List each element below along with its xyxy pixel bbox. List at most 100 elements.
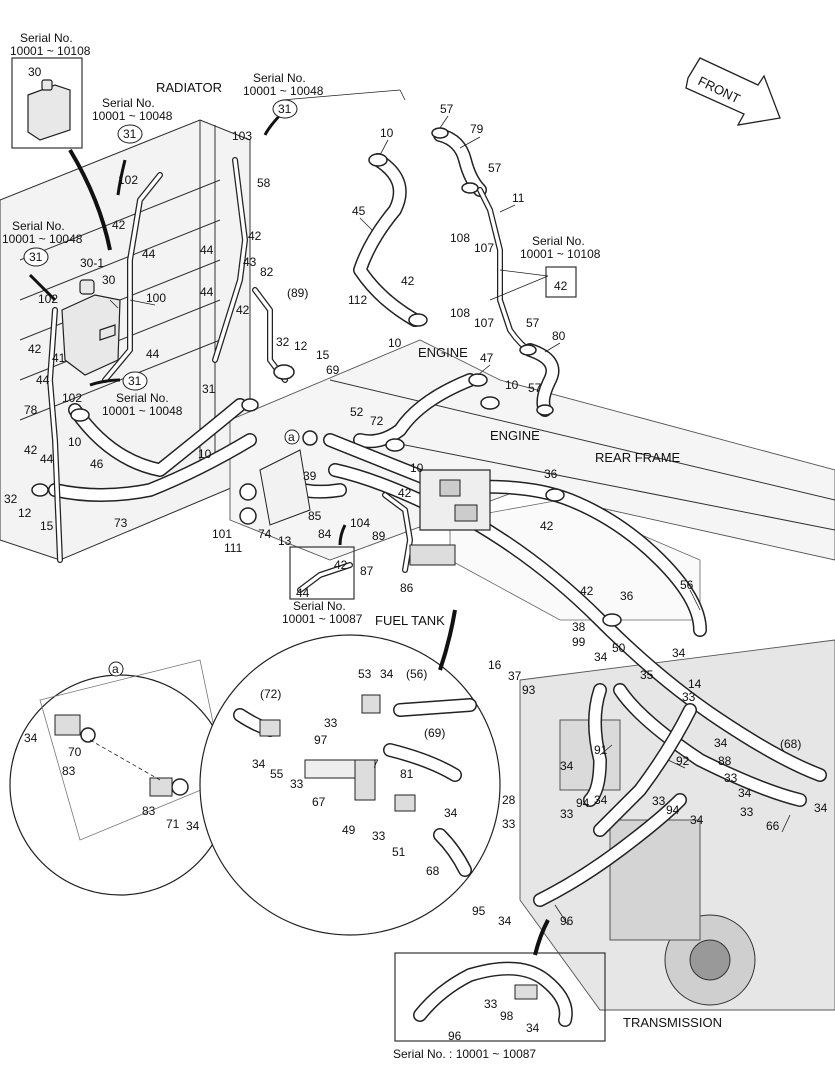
part-108-a: 108 (450, 231, 470, 245)
title-engine-upper: ENGINE (418, 345, 468, 360)
serial-radiator-a: Serial No. (253, 71, 306, 85)
part-12-a: 12 (18, 506, 32, 520)
part-42-i: 42 (334, 558, 348, 572)
part-55: 55 (270, 767, 284, 781)
part-34-f: 34 (690, 813, 704, 827)
part-33-d: 33 (560, 807, 574, 821)
part-81: 81 (400, 767, 414, 781)
part-30: 30 (102, 273, 116, 287)
part-44-g: 44 (296, 586, 310, 600)
part-46: 46 (90, 457, 104, 471)
part-69-ref: (69) (424, 726, 445, 740)
valve-block (409, 469, 491, 566)
part-34-d2: 34 (560, 759, 574, 773)
part-30-1: 30-1 (80, 256, 104, 270)
part-97: 97 (314, 733, 328, 747)
part-45: 45 (352, 204, 366, 218)
part-58: 58 (257, 176, 271, 190)
callout-bubbles (23, 99, 300, 677)
part-94-b: 94 (666, 803, 680, 817)
part-14: 14 (688, 677, 702, 691)
part-88: 88 (718, 754, 732, 768)
serial-engine-right-range: 10001 ~ 10108 (520, 247, 601, 261)
part-103: 103 (232, 129, 252, 143)
main-hoses (48, 128, 827, 907)
serial-tank-side: Serial No. (116, 391, 169, 405)
part-95: 95 (472, 904, 486, 918)
part-92: 92 (676, 754, 690, 768)
part-13: 13 (278, 534, 292, 548)
part-34-g: 34 (738, 786, 752, 800)
part-74: 74 (258, 527, 272, 541)
part-33-h: 33 (372, 829, 386, 843)
part-86: 86 (400, 581, 414, 595)
part-7: 7 (372, 757, 379, 771)
mounting-plate (259, 449, 311, 526)
callout-text: 31 31 31 31 a a (29, 102, 295, 676)
title-fuel-tank: FUEL TANK (375, 613, 445, 628)
title-engine-lower: ENGINE (490, 428, 540, 443)
detail-circle-a (9, 659, 231, 896)
part-37: 37 (508, 669, 522, 683)
part-71: 71 (166, 817, 180, 831)
part-33-g: 33 (290, 777, 304, 791)
part-107-b: 107 (474, 316, 494, 330)
part-50: 50 (612, 641, 626, 655)
part-39: 39 (303, 469, 317, 483)
part-34-b: 34 (672, 646, 686, 660)
part-16: 16 (488, 658, 502, 672)
part-79: 79 (470, 122, 484, 136)
part-11: 11 (512, 191, 525, 205)
part-34-d: 34 (814, 801, 828, 815)
part-34-inset: 34 (526, 1021, 540, 1035)
part-33-a: 33 (682, 690, 696, 704)
part-44-a: 44 (142, 247, 156, 261)
part-49: 49 (342, 823, 356, 837)
part-73: 73 (114, 516, 128, 530)
part-44-b: 44 (200, 243, 214, 257)
part-35: 35 (640, 668, 654, 682)
part-44-d: 44 (146, 347, 160, 361)
part-43: 43 (243, 255, 257, 269)
part-42-e: 42 (24, 443, 38, 457)
part-68: 68 (426, 864, 440, 878)
part-42-b: 42 (248, 229, 262, 243)
inset-box-engine-right (545, 266, 577, 298)
part-87: 87 (360, 564, 374, 578)
title-transmission: TRANSMISSION (623, 1015, 722, 1030)
part-33-f2: 33 (740, 805, 754, 819)
part-83-a: 83 (62, 764, 76, 778)
part-34-a: 34 (594, 650, 608, 664)
part-53: 53 (358, 667, 372, 681)
ref-31-b: 31 (123, 127, 137, 141)
part-34-c: 34 (714, 736, 728, 750)
serial-left-mid-range: 10001 ~ 10048 (2, 232, 83, 246)
part-34-i: 34 (24, 731, 38, 745)
part-44-e: 44 (36, 373, 50, 387)
part-107-a: 107 (474, 241, 494, 255)
part-15-b: 15 (316, 348, 330, 362)
part-33-b: 33 (724, 771, 738, 785)
part-93: 93 (522, 683, 536, 697)
part-96-inset: 96 (448, 1029, 462, 1043)
part-42-j: 42 (540, 519, 554, 533)
part-57-a: 57 (440, 102, 454, 116)
part-70: 70 (68, 745, 82, 759)
part-44-c: 44 (200, 285, 214, 299)
serial-radiator-b: Serial No. (102, 96, 155, 110)
part-56-ref: (56) (406, 667, 427, 681)
part-42-g: 42 (554, 279, 568, 293)
ref-31-d: 31 (128, 374, 142, 388)
part-80: 80 (552, 329, 566, 343)
part-89-ref: (89) (287, 286, 308, 300)
part-34-h: 34 (498, 914, 512, 928)
part-57-d: 57 (528, 381, 542, 395)
serial-left-mid: Serial No. (12, 219, 65, 233)
part-83-b: 83 (142, 804, 156, 818)
part-42-h: 42 (398, 486, 412, 500)
circle-a-detail: a (112, 662, 119, 676)
part-102-b: 102 (38, 292, 58, 306)
part-33-inset: 33 (484, 997, 498, 1011)
part-51: 51 (392, 845, 406, 859)
